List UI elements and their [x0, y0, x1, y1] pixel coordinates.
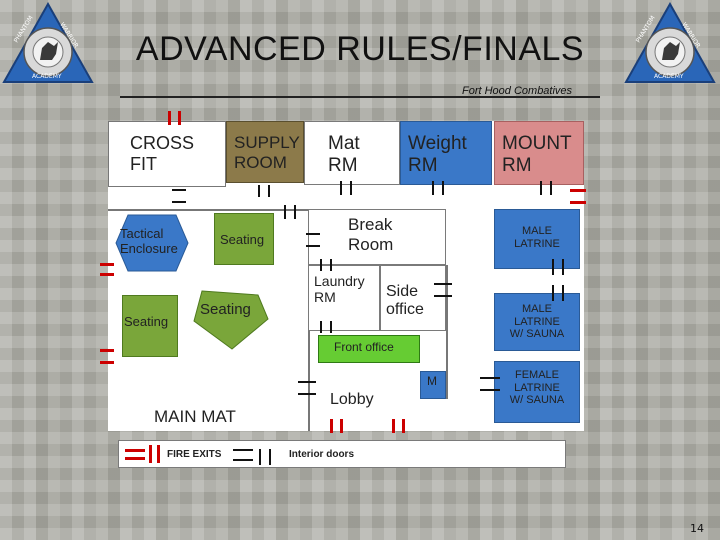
- page-number: 14: [690, 522, 704, 535]
- interior-door-4: [268, 185, 270, 197]
- svg-text:ACADEMY: ACADEMY: [654, 73, 684, 80]
- room-tactical-enclosure-shape: [115, 214, 189, 272]
- label-side-office: Side office: [386, 283, 424, 319]
- interior-door-1: [172, 189, 186, 191]
- interior-door-6: [294, 205, 296, 219]
- room-supply: [226, 121, 304, 183]
- fire-exit-left-3: [100, 349, 114, 352]
- room-seating-3-shape: [193, 290, 269, 350]
- interior-door-9: [432, 181, 434, 195]
- interior-door-11: [540, 181, 542, 195]
- slide-title: ADVANCED RULES/FINALS: [135, 30, 585, 68]
- label-m: M: [427, 374, 437, 388]
- label-seating-3: Seating: [200, 301, 251, 318]
- fire-exit-right-2: [570, 201, 586, 204]
- legend-interior-door-line-4: [269, 449, 271, 465]
- phantom-warrior-academy-logo-left: PHANTOM WARRIOR ACADEMY: [2, 1, 94, 86]
- fire-exit-bottom-4: [402, 419, 405, 433]
- label-supply-room: SUPPLY ROOM: [234, 133, 300, 172]
- interior-door-22: [298, 393, 316, 395]
- interior-door-3: [258, 185, 260, 197]
- legend: FIRE EXITS Interior doors: [118, 440, 566, 468]
- interior-door-8: [350, 181, 352, 195]
- interior-door-26: [562, 285, 564, 301]
- legend-fire-exit-line-3: [149, 445, 152, 463]
- interior-door-28: [480, 389, 500, 391]
- legend-fire-exit-line-2: [125, 457, 145, 460]
- room-seating-1: [214, 213, 274, 265]
- label-male-latrine-sauna: MALE LATRINE W/ SAUNA: [509, 303, 565, 341]
- floor-plan: CROSS FIT SUPPLY ROOM Mat RM Weight RM M…: [100, 111, 586, 433]
- label-seating-1: Seating: [220, 232, 265, 247]
- fire-exit-left-1: [100, 263, 114, 266]
- label-male-latrine: MALE LATRINE: [514, 225, 560, 250]
- legend-interior-door-line-3: [259, 449, 261, 465]
- fire-exit-left-2: [100, 273, 114, 276]
- fire-exit-right-1: [570, 189, 586, 192]
- title-divider: [120, 96, 600, 98]
- room-male-latrine-sauna: [494, 293, 580, 351]
- room-mat: [304, 121, 400, 185]
- interior-door-15: [320, 259, 322, 271]
- fire-exit-top-2: [178, 111, 181, 125]
- interior-door-2: [172, 201, 186, 203]
- fire-exit-top-1: [168, 111, 171, 125]
- interior-door-21: [298, 381, 316, 383]
- interior-door-16: [330, 259, 332, 271]
- interior-door-7: [340, 181, 342, 195]
- interior-door-5: [284, 205, 286, 219]
- legend-fire-exits-label: FIRE EXITS: [167, 449, 222, 460]
- room-female-latrine-sauna: [494, 361, 580, 423]
- label-weight-rm: Weight RM: [408, 133, 467, 176]
- interior-door-13: [306, 233, 320, 235]
- phantom-warrior-academy-logo-right: PHANTOM WARRIOR ACADEMY: [624, 1, 716, 86]
- label-tactical-enclosure: Tactical Enclosure: [120, 226, 178, 256]
- legend-interior-door-line-2: [233, 459, 253, 461]
- interior-door-12: [550, 181, 552, 195]
- room-m: [420, 371, 446, 399]
- room-side-office: [380, 265, 446, 331]
- label-seating-2: Seating: [124, 314, 169, 329]
- room-seating-2: [122, 295, 178, 357]
- interior-door-18: [434, 295, 452, 297]
- room-break: [308, 209, 446, 265]
- legend-fire-exit-line-4: [157, 445, 160, 463]
- label-break-room: Break Room: [348, 215, 394, 254]
- room-male-latrine: [494, 209, 580, 269]
- label-female-latrine-sauna: FEMALE LATRINE W/ SAUNA: [509, 369, 565, 407]
- interior-door-23: [552, 259, 554, 275]
- interior-door-14: [306, 245, 320, 247]
- interior-door-27: [480, 377, 500, 379]
- interior-door-19: [320, 321, 322, 333]
- fire-exit-bottom-2: [340, 419, 343, 433]
- fire-exit-bottom-3: [392, 419, 395, 433]
- room-weight: [400, 121, 492, 185]
- svg-text:ACADEMY: ACADEMY: [32, 73, 62, 80]
- fire-exit-bottom-1: [330, 419, 333, 433]
- slide-subtitle: Fort Hood Combatives: [462, 85, 573, 97]
- interior-door-17: [434, 283, 452, 285]
- label-mat-rm: Mat RM: [328, 133, 360, 176]
- room-laundry: [308, 265, 380, 331]
- label-main-mat: MAIN MAT: [154, 407, 236, 426]
- label-front-office: Front office: [334, 340, 394, 354]
- legend-interior-door-line-1: [233, 449, 253, 451]
- lobby-wall-right: [446, 265, 448, 399]
- room-front-office: [318, 335, 420, 363]
- interior-door-24: [562, 259, 564, 275]
- room-mount: [494, 121, 584, 185]
- label-mount-rm: MOUNT RM: [502, 133, 572, 176]
- interior-door-20: [330, 321, 332, 333]
- legend-fire-exit-line-1: [125, 449, 145, 452]
- label-lobby: Lobby: [330, 391, 374, 408]
- legend-interior-doors-label: Interior doors: [289, 449, 355, 460]
- interior-door-25: [552, 285, 554, 301]
- label-laundry-rm: Laundry RM: [314, 273, 365, 306]
- room-cross-fit: [108, 121, 226, 187]
- interior-door-10: [442, 181, 444, 195]
- label-cross-fit: CROSS FIT: [130, 133, 195, 174]
- fire-exit-left-4: [100, 361, 114, 364]
- partition-line: [108, 209, 308, 211]
